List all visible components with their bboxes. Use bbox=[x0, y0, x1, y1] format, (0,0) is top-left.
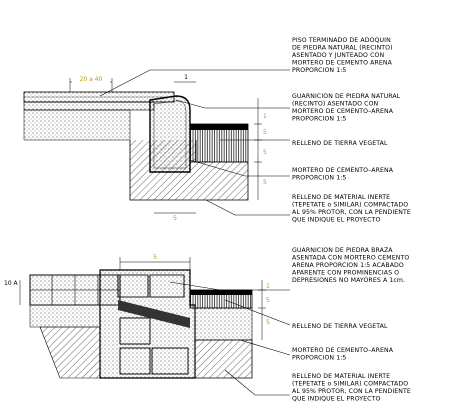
top-dimension-lines: 20 a 40 1 5 1 5 5 5 bbox=[69, 74, 267, 222]
dim-right-2: 5 bbox=[263, 129, 267, 136]
stone-paving-bottom bbox=[29, 274, 121, 328]
topsoil-fill-top bbox=[189, 123, 249, 163]
dim-bottom-left: 10 A bbox=[4, 280, 19, 287]
note-bottom-3: MORTERO DE CEMENTO–ARENA PROPORCION 1:5 bbox=[292, 347, 395, 362]
dim-right-4: 5 bbox=[263, 179, 267, 186]
top-notes: PISO TERMINADO DE ADOQUIN DE PIEDRA NATU… bbox=[292, 37, 413, 224]
bottom-detail-section: 5 10 A 1 5 5 GUARNICION DE PIEDRA BRAZA … bbox=[4, 247, 413, 403]
dim-bottom-right-3: 5 bbox=[266, 319, 270, 326]
dim-small: 1 bbox=[184, 74, 188, 81]
bottom-dimension-lines: 5 10 A 1 5 5 bbox=[4, 254, 270, 340]
dim-bottom-right-2: 5 bbox=[266, 297, 270, 304]
dim-right-1: 1 bbox=[263, 113, 267, 120]
dim-bottom-width: 5 bbox=[153, 254, 157, 261]
bottom-leader-lines bbox=[169, 281, 291, 396]
inert-fill-bottom bbox=[39, 307, 253, 379]
note-top-4: MORTERO DE CEMENTO–ARENA PROPORCION 1:5 bbox=[292, 167, 395, 182]
dim-paver-width: 20 a 40 bbox=[80, 76, 103, 83]
note-top-1: PISO TERMINADO DE ADOQUIN DE PIEDRA NATU… bbox=[292, 37, 395, 74]
note-top-3: RELLENO DE TIERRA VEGETAL bbox=[292, 140, 388, 147]
mortar-bed-top bbox=[23, 101, 155, 111]
note-bottom-2: RELLENO DE TIERRA VEGETAL bbox=[292, 323, 388, 330]
natural-stone-curb bbox=[149, 95, 191, 173]
note-bottom-1: GUARNICION DE PIEDRA BRAZA ASENTADA CON … bbox=[292, 247, 411, 284]
top-leader-lines bbox=[99, 69, 290, 216]
dim-curb-base: 5 bbox=[173, 215, 177, 222]
note-top-5: RELLENO DE MATERIAL INERTE (TEPETATE o S… bbox=[292, 194, 413, 224]
topsoil-fill-bottom bbox=[189, 289, 253, 309]
top-detail-section: 20 a 40 1 5 1 5 5 5 PISO TERMINADO DE A bbox=[23, 37, 413, 224]
note-top-2: GUARNICION DE PIEDRA NATURAL (RECINTO) A… bbox=[292, 93, 402, 123]
dim-bottom-right-1: 1 bbox=[266, 283, 270, 290]
note-bottom-4: RELLENO DE MATERIAL INERTE (TEPETATE o S… bbox=[292, 373, 413, 403]
rubble-stone-curb bbox=[99, 269, 196, 379]
dim-right-3: 5 bbox=[263, 149, 267, 156]
bottom-notes: GUARNICION DE PIEDRA BRAZA ASENTADA CON … bbox=[292, 247, 413, 403]
